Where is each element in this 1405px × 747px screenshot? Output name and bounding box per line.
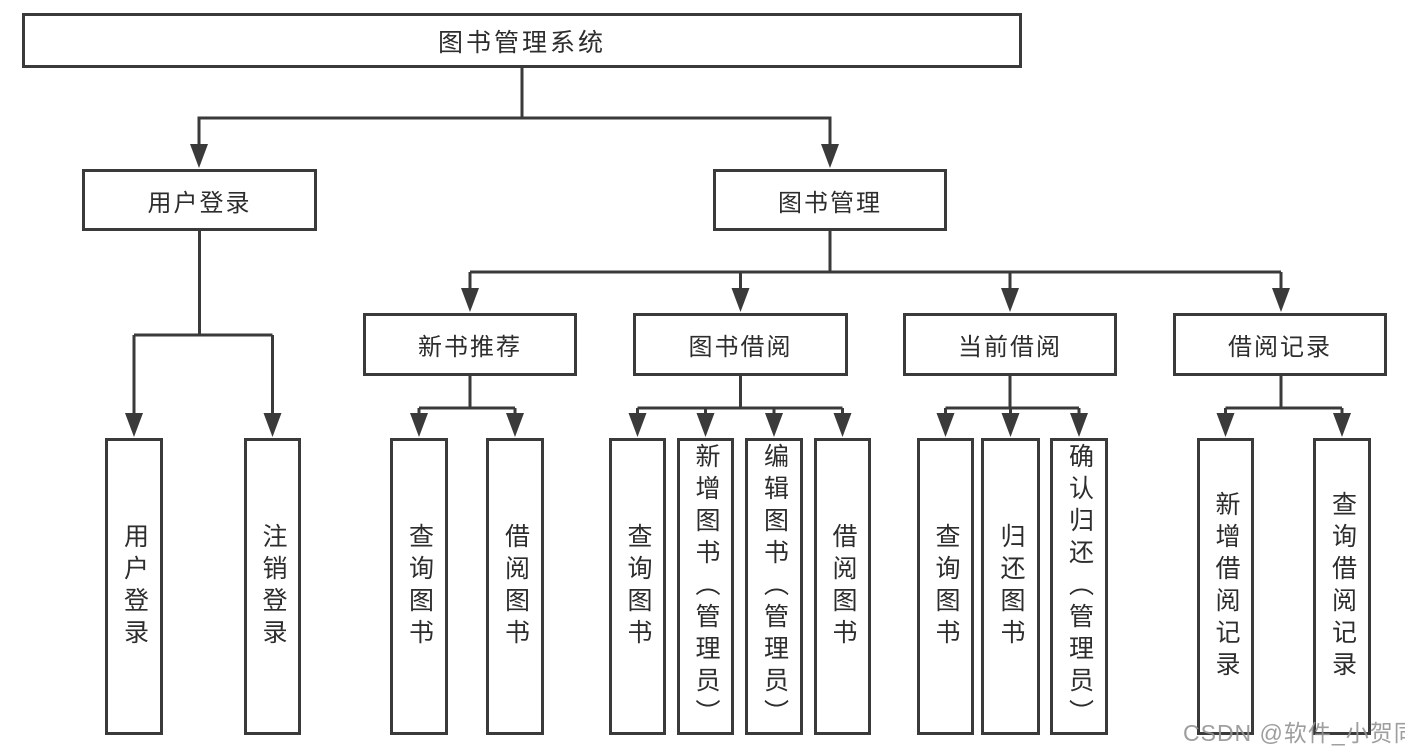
arrowhead [1001, 413, 1020, 437]
leaf-query-books-recommend: 查询图书 [390, 438, 448, 735]
node-label: 新增借阅记录 [1212, 490, 1240, 683]
node-label: 查询图书 [932, 522, 960, 651]
leaf-query-books-borrowing: 查询图书 [609, 438, 666, 735]
csdn-watermark: CSDN @软件_小贺同学 [1183, 720, 1405, 746]
node-label: 编辑图书（管理员） [760, 442, 789, 731]
leaf-add-book-admin: 新增图书（管理员） [677, 438, 734, 735]
node-current-borrowing: 当前借阅 [903, 313, 1117, 376]
arrowhead [461, 288, 479, 312]
arrowhead [410, 413, 428, 437]
leaf-add-borrow-record: 新增借阅记录 [1197, 438, 1254, 735]
arrowhead [1001, 288, 1019, 312]
arrowhead [765, 413, 783, 437]
arrowhead [821, 144, 839, 168]
node-label: 查询图书 [624, 522, 652, 651]
node-label: 图书管理系统 [437, 28, 606, 57]
arrowhead [1216, 413, 1235, 437]
node-user-login: 用户登录 [82, 169, 317, 231]
node-label: 归还图书 [997, 522, 1025, 651]
leaf-borrow-books-recommend: 借阅图书 [486, 438, 544, 735]
arrowhead [263, 413, 282, 437]
node-label: 当前借阅 [958, 334, 1062, 361]
leaf-borrow-books-borrowing: 借阅图书 [814, 438, 871, 735]
node-label: 用户登录 [147, 189, 252, 217]
node-label: 新书推荐 [418, 334, 522, 361]
leaf-confirm-return-admin: 确认归还（管理员） [1050, 438, 1108, 735]
arrowhead [833, 413, 852, 437]
node-label: 新增图书（管理员） [692, 442, 720, 731]
node-library-management-system: 图书管理系统 [22, 13, 1022, 68]
connector-paths [132, 68, 1344, 414]
node-book-borrowing: 图书借阅 [633, 313, 848, 376]
node-label: 图书借阅 [688, 334, 793, 361]
arrowhead [628, 413, 647, 437]
arrowhead [696, 413, 715, 437]
node-label: 确认归还（管理员） [1065, 442, 1094, 731]
node-label: 借阅图书 [829, 522, 857, 651]
leaf-edit-book-admin: 编辑图书（管理员） [745, 438, 803, 735]
node-borrowing-records: 借阅记录 [1173, 313, 1387, 376]
node-label: 注销登录 [259, 522, 287, 651]
node-label: 查询借阅记录 [1328, 490, 1357, 683]
node-new-book-recommend: 新书推荐 [363, 313, 577, 376]
node-label: 用户登录 [120, 522, 149, 651]
leaf-query-books-current: 查询图书 [917, 438, 974, 735]
leaf-logout: 注销登录 [244, 438, 301, 735]
arrowhead [125, 413, 143, 437]
arrowhead [731, 288, 750, 312]
leaf-query-borrow-record: 查询借阅记录 [1313, 438, 1371, 735]
arrowhead [506, 413, 524, 437]
node-book-management: 图书管理 [713, 169, 947, 231]
arrowhead [190, 144, 208, 168]
arrowhead [1070, 413, 1088, 437]
node-label: 借阅图书 [501, 522, 530, 651]
arrowhead [1272, 288, 1290, 312]
node-label: 借阅记录 [1228, 334, 1332, 361]
arrowhead [936, 413, 955, 437]
node-label: 查询图书 [405, 522, 434, 651]
arrowhead [1333, 413, 1351, 437]
node-label: 图书管理 [778, 189, 882, 217]
leaf-return-book: 归还图书 [981, 438, 1040, 735]
leaf-user-login: 用户登录 [105, 438, 163, 735]
